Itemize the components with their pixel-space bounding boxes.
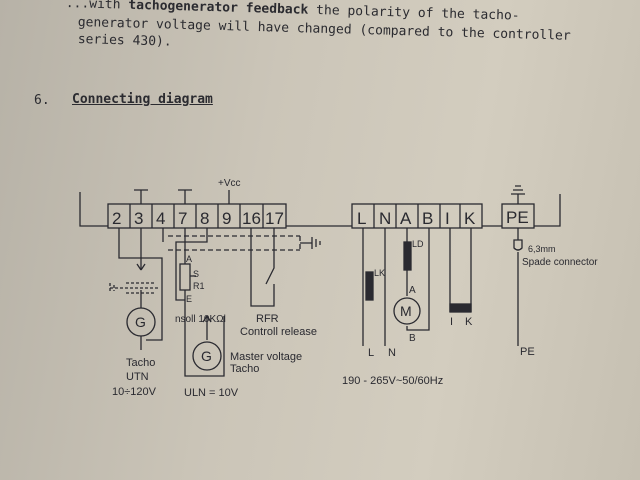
ground-symbols [134, 189, 192, 204]
pot-pin-r1: R1 [193, 281, 205, 291]
tacho-label: Tacho [126, 357, 155, 369]
pot-pin-e: E [186, 294, 192, 304]
lk-label: LK [374, 268, 385, 278]
vcc-label: +Vcc [218, 178, 241, 189]
master-generator-icon [192, 341, 222, 371]
nsoll-label: nsoll 10KΩl [175, 314, 226, 325]
pot-pin-a: A [186, 254, 192, 264]
terminal-left-8: 8 [200, 209, 209, 228]
bottom-n-label: N [388, 347, 396, 359]
terminal-left-9: 9 [222, 209, 231, 228]
controll-release-label: Controll release [240, 326, 317, 338]
tacho-range-label: 10÷120V [112, 386, 157, 398]
tacho-shield [109, 282, 160, 294]
motor-b-label: B [409, 333, 416, 344]
terminal-mid-k: K [464, 209, 476, 228]
terminal-block-mid [351, 203, 483, 229]
terminal-left-7: 7 [178, 209, 187, 228]
terminal-block-left [107, 203, 287, 229]
terminal-left-2: 2 [112, 209, 121, 228]
pot-wiring [162, 228, 208, 301]
supply-label: 190 - 265V~50/60Hz [342, 375, 443, 387]
potentiometer-icon [179, 263, 191, 291]
terminal-left-4: 4 [156, 209, 165, 228]
ik-resistor-icon [449, 303, 472, 313]
uln-label: ULN = 10V [184, 387, 239, 399]
motor-symbol: M [400, 303, 412, 319]
master-voltage-label: Master voltage [230, 351, 302, 363]
terminal-pe-label: PE [506, 208, 529, 227]
spade-connector-label: Spade connector [522, 257, 598, 268]
release-switch-icon [250, 228, 275, 307]
terminal-mid-a: A [400, 209, 412, 228]
pe-earth-icon [511, 185, 525, 204]
motor-a-label: A [409, 285, 416, 296]
bottom-i-label: I [450, 316, 453, 328]
spade-size-label: 6,3mm [528, 244, 556, 254]
tacho-arrow-icon [136, 263, 146, 271]
motor-icon [393, 297, 421, 325]
master-generator-symbol: G [201, 348, 212, 364]
spade-connector-icon [513, 228, 523, 346]
section-number: 6. [34, 93, 50, 108]
section-title: Connecting diagram [72, 92, 213, 107]
tacho-wiring [118, 228, 163, 341]
shield-cable [168, 235, 301, 251]
terminal-left-16: 16 [242, 209, 261, 228]
terminal-left-3: 3 [134, 209, 143, 228]
tacho-generator-symbol: G [135, 314, 146, 330]
pot-wiper [184, 256, 196, 300]
terminal-dividers-mid [373, 204, 461, 228]
master-wiring [184, 300, 225, 377]
utn-label: UTN [126, 371, 149, 383]
terminal-left-17: 17 [265, 209, 284, 228]
pe-bottom-label: PE [520, 346, 535, 358]
terminal-mid-i: I [445, 209, 450, 228]
housing-outline [79, 192, 561, 227]
terminal-mid-l: L [357, 209, 366, 228]
bottom-l-label: L [368, 347, 374, 359]
bottom-k-label: K [465, 316, 473, 328]
rfr-label: RFR [256, 313, 279, 325]
ld-coil-icon [403, 241, 412, 271]
mains-lines [362, 228, 386, 346]
terminal-mid-b: B [422, 209, 433, 228]
shield-ground-icon [300, 237, 321, 249]
ik-lines [449, 228, 472, 312]
lk-coil-icon [365, 271, 374, 301]
pot-pin-s: S [193, 269, 199, 279]
master-arrow-icon [202, 315, 212, 323]
master-tacho-label: Tacho [230, 363, 259, 375]
terminal-dividers-left [129, 204, 264, 228]
ld-label: LD [412, 239, 424, 249]
terminal-mid-n: N [379, 209, 391, 228]
